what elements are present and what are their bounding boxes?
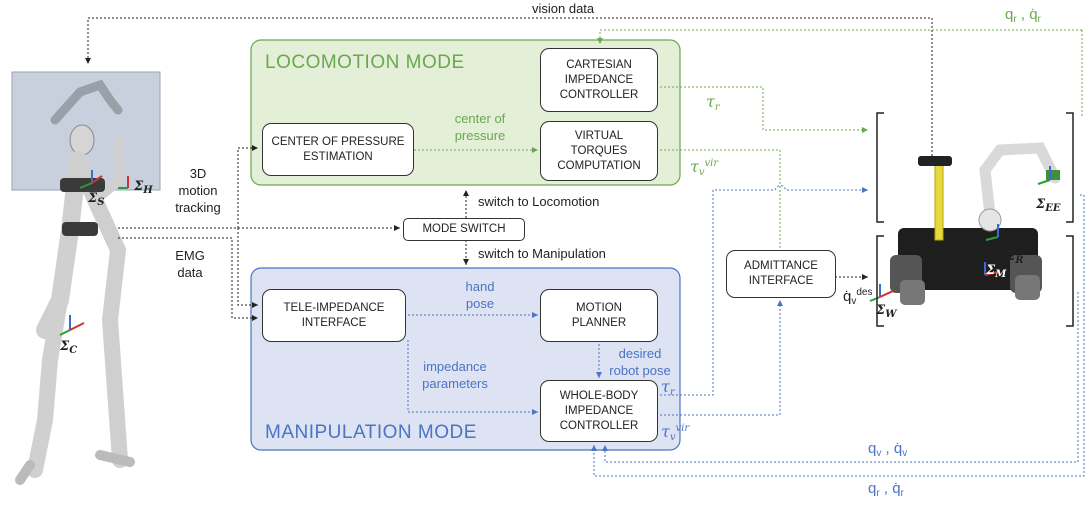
qr-green-label: qr , q̇r — [1005, 6, 1041, 25]
qdot-v-des-label: q̇vdes — [843, 287, 873, 307]
center-of-pressure-label: center of pressure — [430, 110, 530, 144]
frame-w-axes — [869, 284, 894, 302]
tele-impedance-interface-block: TELE-IMPEDANCE INTERFACE — [262, 289, 406, 342]
cartesian-line-1: CARTESIAN — [566, 58, 632, 71]
motion-tracking-label: 3D motion tracking — [168, 165, 228, 216]
emg-line-1: EMG — [175, 248, 205, 263]
whole-body-impedance-controller-block: WHOLE-BODY IMPEDANCE CONTROLLER — [540, 380, 658, 442]
admittance-line-2: INTERFACE — [748, 275, 814, 287]
cartesian-line-3: CONTROLLER — [559, 88, 639, 101]
tau-r-blue-label: τr — [661, 377, 675, 398]
planner-line-1: MOTION — [575, 301, 622, 314]
vtorques-line-2: TORQUES — [570, 144, 628, 157]
tracking-to-tele-arrow — [237, 228, 258, 308]
qr-green-feedback — [597, 29, 1082, 44]
hand-pose-line-2: pose — [465, 296, 495, 311]
wbc-line-3: CONTROLLER — [559, 419, 639, 432]
cartesian-impedance-controller-block: CARTESIAN IMPEDANCE CONTROLLER — [540, 48, 658, 112]
qr-blue-label: qr , q̇r — [868, 480, 904, 499]
sigma-s-label: ΣS — [88, 191, 105, 208]
sigma-w-label: ΣW — [876, 303, 897, 320]
virtual-torques-computation-block: VIRTUAL TORQUES COMPUTATION — [540, 121, 658, 181]
motion-tracking-line-1: 3D — [189, 166, 207, 181]
mode-switch-block: MODE SWITCH — [403, 218, 525, 241]
emg-data-label: EMG data — [170, 247, 210, 281]
tele-to-wbc-arrow — [407, 340, 538, 415]
sigma-r-label: ΣR — [1006, 249, 1024, 266]
sigma-m-label: ΣM — [986, 263, 1007, 280]
qr-blue-feedback — [591, 194, 1085, 477]
cop-label-line-2: pressure — [454, 128, 506, 143]
wbc-line-1: WHOLE-BODY — [559, 389, 639, 402]
human-operator-figure — [11, 71, 161, 485]
wbc-line-2: IMPEDANCE — [564, 404, 634, 417]
tau-v-blue-arrow — [656, 300, 783, 416]
vision-data-arrow — [85, 17, 933, 160]
admittance-interface-block: ADMITTANCE INTERFACE — [726, 250, 836, 298]
impedance-line-1: impedance — [423, 359, 487, 374]
manipulation-mode-title: MANIPULATION MODE — [265, 422, 477, 443]
tau-v-vir-blue-label: τvvir — [661, 422, 690, 443]
frame-c-axes — [59, 315, 85, 336]
sigma-ee-label: ΣEE — [1036, 197, 1061, 214]
cop-line-1: CENTER OF PRESSURE — [271, 135, 405, 148]
emg-arrow — [118, 237, 258, 321]
robot-figure — [869, 112, 1074, 327]
locomotion-mode-title: LOCOMOTION MODE — [265, 52, 465, 73]
switch-to-manipulation-label: switch to Manipulation — [478, 246, 606, 261]
switch-to-locomotion-label: switch to Locomotion — [478, 194, 600, 209]
tau-v-green-arrow — [656, 149, 783, 268]
bracket-bottom-left — [876, 235, 884, 327]
desired-line-2: robot pose — [609, 363, 671, 378]
bracket-top-left — [876, 112, 884, 223]
cartesian-line-2: IMPEDANCE — [564, 73, 634, 86]
impedance-parameters-label: impedance parameters — [410, 358, 500, 392]
hand-pose-label: hand pose — [455, 278, 505, 312]
frame-ee-axes — [1037, 166, 1051, 185]
frame-h-axes — [118, 176, 129, 189]
center-of-pressure-estimation-block: CENTER OF PRESSURE ESTIMATION — [262, 123, 414, 176]
tracking-to-blocks-line — [237, 145, 258, 228]
motion-tracking-line-2: motion — [178, 183, 218, 198]
hand-pose-line-1: hand — [465, 279, 495, 294]
tau-r-blue-arrow — [656, 185, 868, 396]
sigma-c-label: ΣC — [60, 339, 78, 356]
tele-line-2: INTERFACE — [301, 316, 367, 329]
desired-line-1: desired — [618, 346, 662, 361]
motion-tracking-line-3: tracking — [175, 200, 221, 215]
impedance-line-2: parameters — [422, 376, 488, 391]
bracket-bottom-right — [1066, 235, 1074, 327]
tele-line-1: TELE-IMPEDANCE — [283, 301, 385, 314]
vision-data-label: vision data — [532, 1, 595, 16]
frame-r-axes — [985, 224, 999, 241]
tau-r-green-label: τr — [706, 92, 720, 113]
qv-blue-label: qv , q̇v — [868, 440, 908, 459]
planner-line-2: PLANNER — [571, 316, 627, 329]
admittance-line-1: ADMITTANCE — [744, 260, 818, 272]
frame-s-axes — [79, 170, 103, 189]
vtorques-line-1: VIRTUAL — [574, 129, 624, 142]
tau-v-vir-green-label: τvvir — [690, 157, 719, 178]
sigma-h-label: ΣH — [134, 179, 153, 196]
frame-m-axes — [984, 262, 999, 276]
desired-robot-pose-label: desired robot pose — [600, 345, 680, 379]
cop-line-2: ESTIMATION — [303, 150, 373, 163]
vtorques-line-3: COMPUTATION — [557, 159, 641, 172]
tau-r-green-arrow — [656, 86, 868, 133]
emg-line-2: data — [177, 265, 203, 280]
bracket-top-right — [1066, 112, 1074, 223]
cop-label-line-1: center of — [454, 111, 506, 126]
motion-planner-block: MOTION PLANNER — [540, 289, 658, 342]
qv-blue-feedback — [602, 292, 1079, 463]
